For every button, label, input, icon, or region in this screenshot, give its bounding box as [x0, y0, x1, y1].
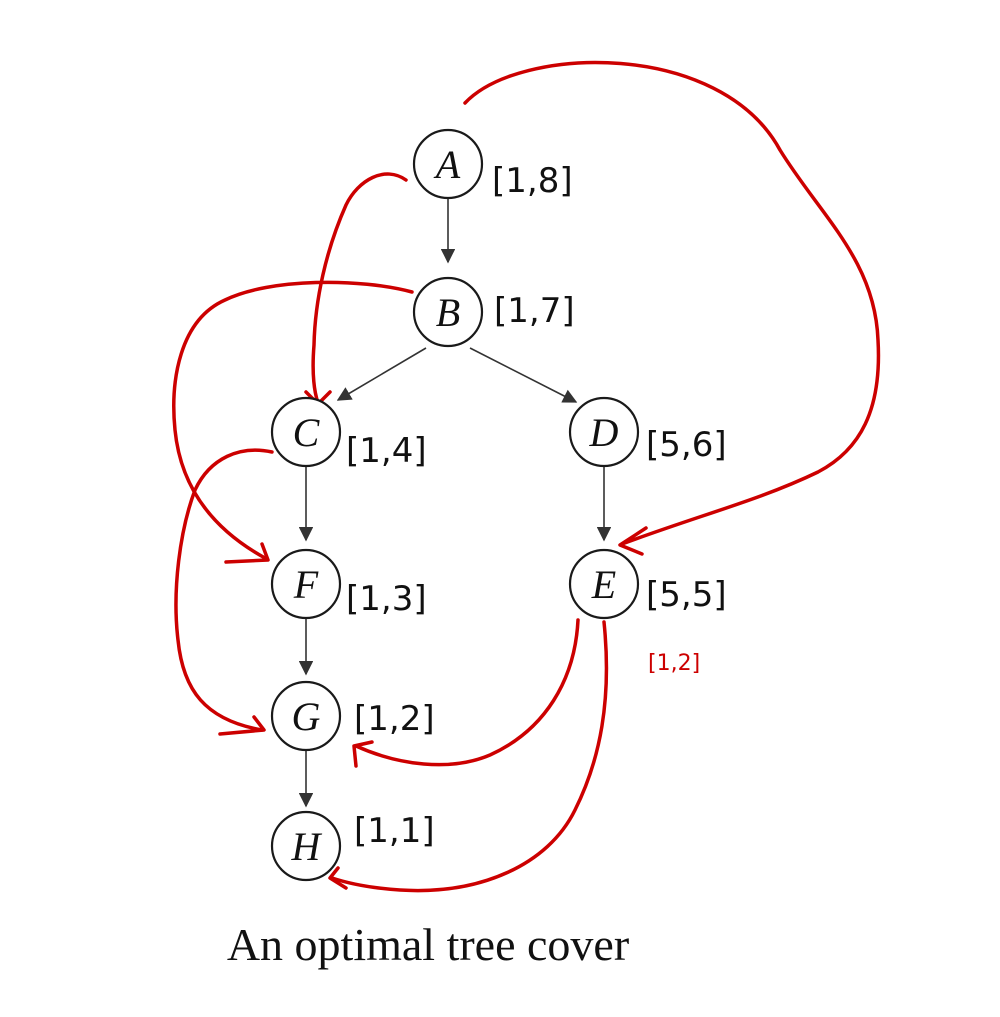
- node-a: A: [412, 128, 484, 200]
- node-g-circle: [270, 680, 342, 752]
- interval-h: [1,1]: [354, 811, 435, 851]
- node-h: H: [270, 810, 342, 882]
- edge-b-c: [336, 347, 427, 401]
- node-e-label: E: [591, 562, 616, 607]
- extra-edge-e-h-arrowhead: [328, 866, 348, 890]
- node-h-label: H: [291, 824, 323, 869]
- node-f: F: [270, 548, 342, 620]
- extra-edge-c-g-arrowhead: [218, 715, 266, 736]
- extra-edge-a-c: [311, 172, 408, 405]
- interval-a: [1,8]: [492, 161, 573, 201]
- interval-c: [1,4]: [346, 431, 427, 471]
- node-a-circle: [412, 128, 484, 200]
- node-h-circle: [270, 810, 342, 882]
- extra-edges: [172, 60, 881, 893]
- node-b: B: [412, 276, 484, 348]
- extra-edge-a-e: [463, 60, 881, 546]
- node-c-circle: [270, 396, 342, 468]
- node-c-label: C: [293, 410, 321, 455]
- node-d-label: D: [589, 410, 619, 455]
- extra-edge-e-g: [354, 618, 580, 767]
- node-f-label: F: [293, 562, 319, 607]
- node-d: D: [568, 396, 640, 468]
- node-e: E: [568, 548, 640, 620]
- edge-b-d: [469, 347, 578, 403]
- node-a-label: A: [433, 142, 461, 187]
- extra-edge-e-h: [330, 620, 609, 893]
- node-b-label: B: [436, 290, 460, 335]
- interval-b: [1,7]: [494, 291, 575, 331]
- node-c: C: [270, 396, 342, 468]
- extra-edge-e-g-arrowhead: [352, 740, 374, 768]
- node-f-circle: [270, 548, 342, 620]
- extra-edge-a-e-arrowhead: [618, 526, 648, 556]
- node-g-label: G: [292, 694, 321, 739]
- interval-e-extra: [1,2]: [648, 651, 700, 676]
- extra-edge-b-f-arrowhead: [224, 542, 270, 564]
- diagram-caption: An optimal tree cover: [227, 919, 629, 970]
- extra-edge-b-f: [172, 280, 414, 560]
- interval-e: [5,5]: [646, 575, 727, 615]
- interval-g: [1,2]: [354, 699, 435, 739]
- node-g: G: [270, 680, 342, 752]
- extra-edge-c-g: [174, 448, 274, 732]
- interval-f: [1,3]: [346, 579, 427, 619]
- interval-d: [5,6]: [646, 425, 727, 465]
- tree-edges: [298, 198, 612, 808]
- node-b-circle: [412, 276, 484, 348]
- node-d-circle: [568, 396, 640, 468]
- node-e-circle: [568, 548, 640, 620]
